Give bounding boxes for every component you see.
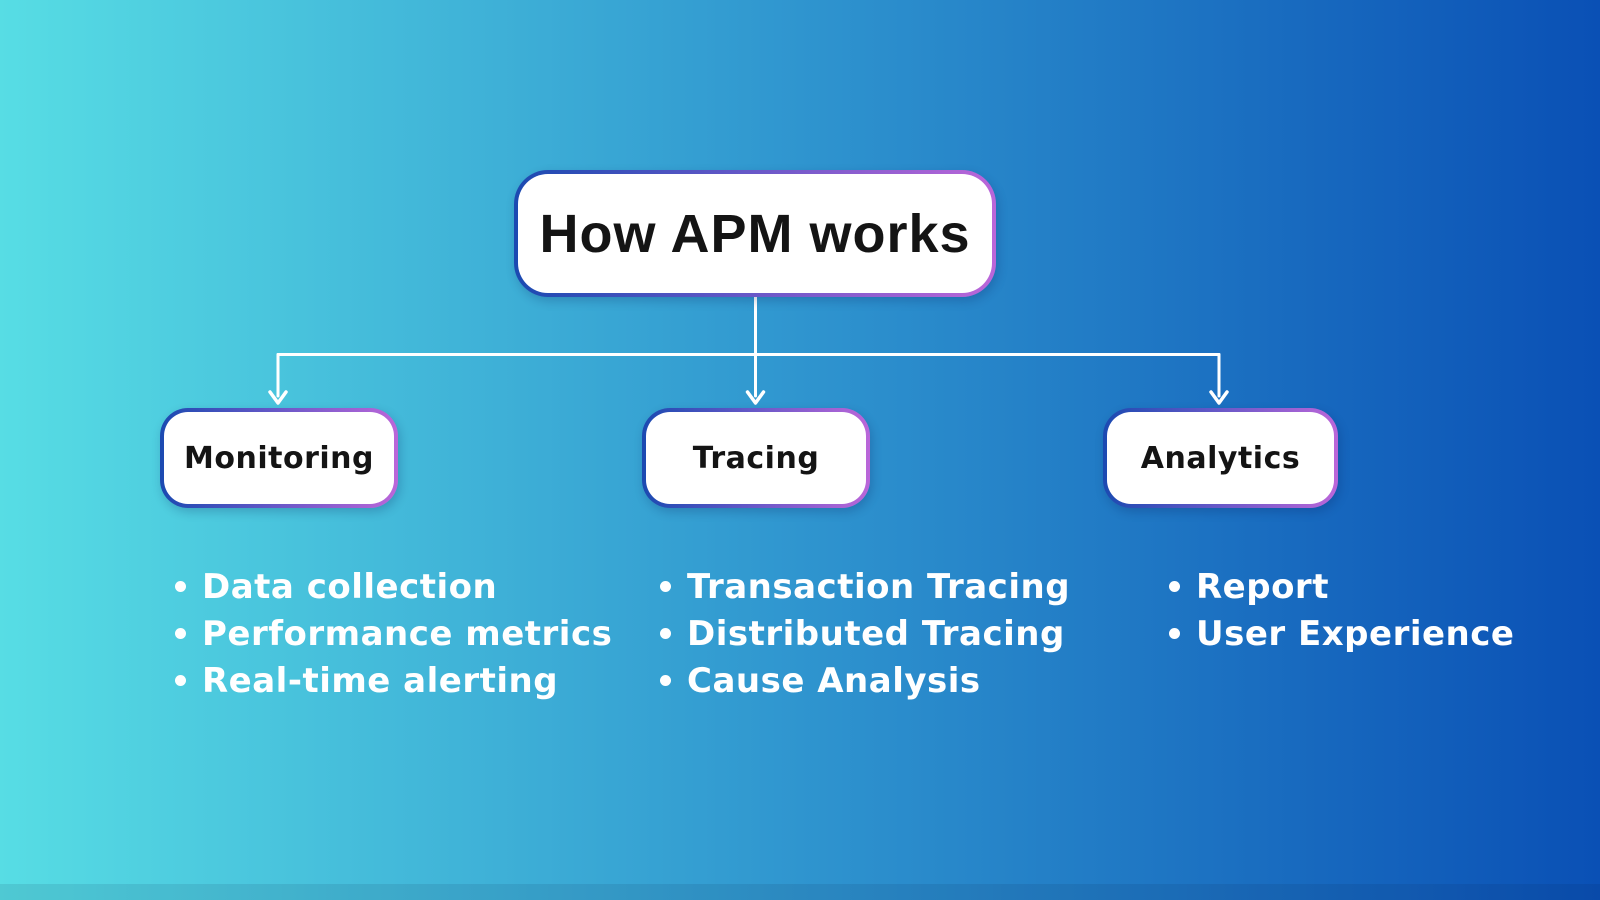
branch-list-analytics: Report User Experience <box>1169 563 1514 657</box>
bullet-icon <box>175 581 186 592</box>
list-item: Performance metrics <box>175 610 612 657</box>
title-text: How APM works <box>539 203 971 264</box>
bullet-icon <box>660 675 671 686</box>
list-item: Transaction Tracing <box>660 563 1070 610</box>
arrowhead-middle-icon <box>745 390 766 405</box>
list-item-text: Report <box>1196 566 1329 607</box>
branch-node-analytics: Analytics <box>1103 408 1338 508</box>
bullet-icon <box>1169 581 1180 592</box>
list-item-text: Data collection <box>202 566 498 607</box>
branch-label-monitoring: Monitoring <box>184 440 374 476</box>
bullet-icon <box>175 675 186 686</box>
list-item: User Experience <box>1169 610 1514 657</box>
branch-node-tracing: Tracing <box>642 408 870 508</box>
branch-label-analytics: Analytics <box>1140 440 1301 476</box>
list-item-text: Real-time alerting <box>202 660 559 701</box>
branch-list-tracing: Transaction Tracing Distributed Tracing … <box>660 563 1070 704</box>
list-item-text: Distributed Tracing <box>687 613 1065 654</box>
list-item: Report <box>1169 563 1514 610</box>
arrowhead-right-icon <box>1209 390 1229 405</box>
list-item: Real-time alerting <box>175 657 612 704</box>
arrowhead-left-icon <box>268 390 288 405</box>
list-item-text: User Experience <box>1196 613 1515 654</box>
list-item-text: Transaction Tracing <box>687 566 1071 607</box>
branch-label-tracing: Tracing <box>692 440 820 476</box>
title-node: How APM works <box>514 170 996 297</box>
list-item-text: Cause Analysis <box>687 660 981 701</box>
list-item: Distributed Tracing <box>660 610 1070 657</box>
bullet-icon <box>1169 628 1180 639</box>
list-item: Data collection <box>175 563 612 610</box>
bullet-icon <box>660 581 671 592</box>
list-item: Cause Analysis <box>660 657 1070 704</box>
bullet-icon <box>660 628 671 639</box>
branch-list-monitoring: Data collection Performance metrics Real… <box>175 563 612 704</box>
bullet-icon <box>175 628 186 639</box>
list-item-text: Performance metrics <box>202 613 613 654</box>
bottom-strip <box>0 884 1600 900</box>
branch-node-monitoring: Monitoring <box>160 408 398 508</box>
